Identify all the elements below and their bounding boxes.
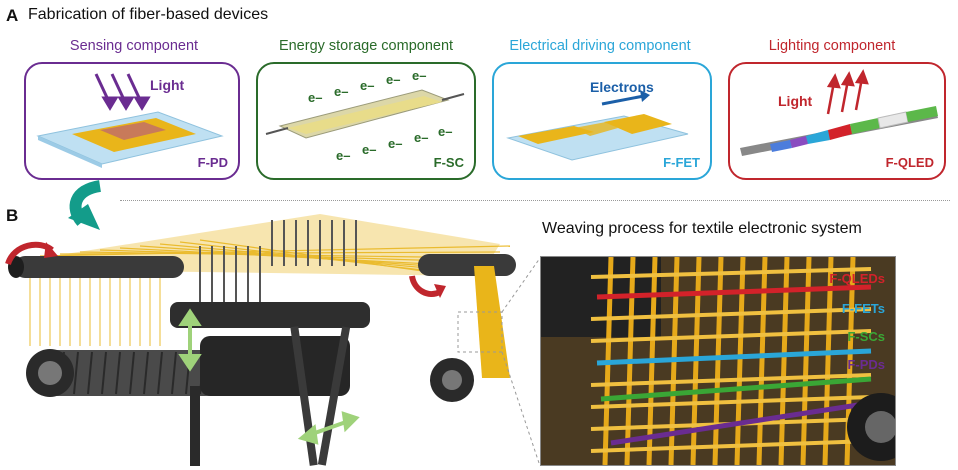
energy-storage-component-title: Energy storage component [278, 38, 454, 54]
f-qled-card: Light F-QLED [728, 62, 946, 180]
svg-text:e–: e– [362, 142, 376, 157]
light-label-pd: Light [150, 77, 185, 93]
loom-illustration [5, 214, 540, 467]
light-label-qled: Light [778, 93, 813, 109]
svg-text:e–: e– [334, 84, 348, 99]
legend-f-scs: F-SCs [847, 329, 885, 344]
teal-curved-arrow [68, 180, 102, 230]
svg-text:e–: e– [438, 124, 452, 139]
panel-b-letter: B [6, 206, 19, 225]
electron-label-sc: e– [308, 90, 322, 105]
legend-f-qleds: F-QLEDs [829, 271, 885, 286]
sensing-component-title: Sensing component [69, 38, 199, 54]
svg-text:e–: e– [414, 130, 428, 145]
svg-text:e–: e– [388, 136, 402, 151]
zoomed-textile-view: F-QLEDs F-FETs F-SCs F-PDs [540, 256, 896, 466]
qled-illustration: Light [740, 69, 938, 156]
photodetector-illustration: Light [36, 73, 224, 168]
lighting-component-title: Lighting component [768, 38, 896, 54]
svg-text:e–: e– [336, 148, 350, 163]
svg-text:e–: e– [412, 68, 426, 83]
woven-fabric [541, 257, 895, 465]
electrical-driving-component-title: Electrical driving component [509, 38, 691, 54]
f-sc-tag: F-SC [433, 155, 464, 170]
f-sc-card: e– e– e– e– e– e– e– e– e– e– F-SC [256, 62, 476, 180]
f-fet-card: Electrons F-FET [492, 62, 712, 180]
panel-a-heading: Fabrication of fiber-based devices [28, 6, 269, 23]
legend-f-fets: F-FETs [841, 301, 885, 316]
legend-f-pds: F-PDs [847, 357, 885, 372]
f-pd-card: Light F-PD [24, 62, 240, 180]
transistor-illustration: Electrons [506, 79, 689, 161]
electrons-label: Electrons [590, 79, 654, 95]
f-qled-tag: F-QLED [885, 155, 934, 170]
svg-text:e–: e– [386, 72, 400, 87]
f-pd-tag: F-PD [197, 155, 228, 170]
f-fet-tag: F-FET [663, 155, 700, 170]
supercapacitor-illustration: e– e– e– e– e– e– e– e– e– e– [265, 68, 465, 163]
panel-a-letter: A [6, 6, 19, 25]
svg-text:e–: e– [360, 78, 374, 93]
section-divider [120, 200, 950, 201]
panel-b-heading: Weaving process for textile electronic s… [542, 220, 862, 237]
